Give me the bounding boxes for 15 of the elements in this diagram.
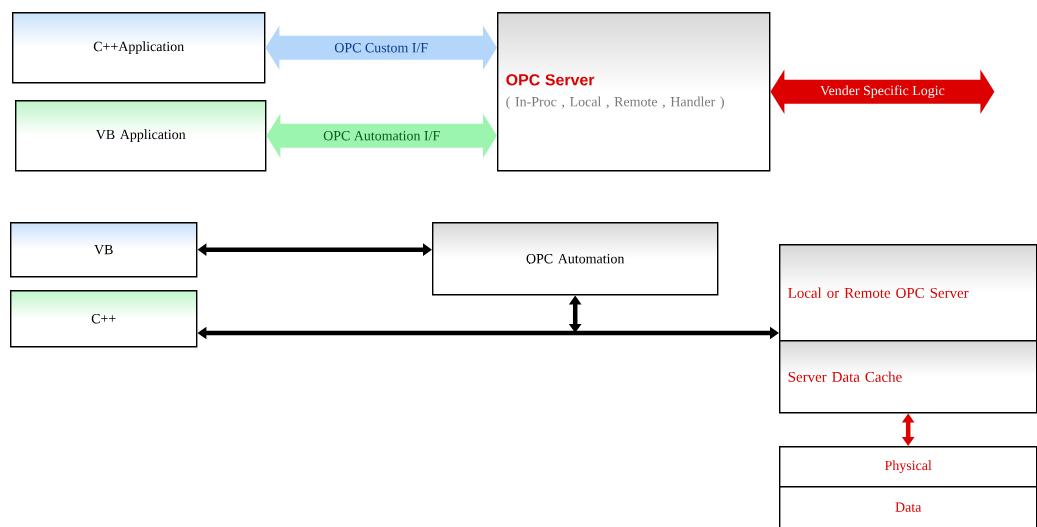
interface-arrow: [770, 69, 995, 114]
automation-box: OPC Automation: [432, 222, 719, 296]
application-box: VB Application: [15, 100, 267, 172]
edge-label: OPC Custom I/F: [333, 42, 430, 54]
cache-box: Server Data Cache: [779, 340, 1037, 414]
client-box: C++: [10, 290, 198, 348]
data-box: Data: [779, 486, 1037, 527]
interface-arrow: [266, 113, 497, 158]
server-box: Local or Remote OPC Server: [779, 244, 1037, 342]
edge-label: OPC Automation I/F: [322, 130, 442, 142]
server-box: OPC Server ( In-Proc , Local , Remote , Handler ): [497, 12, 771, 172]
client-box: VB: [10, 222, 198, 278]
data-box: Physical: [779, 446, 1037, 488]
edge-label: Vender Specific Logic: [819, 84, 946, 100]
application-box: C++Application: [12, 12, 266, 84]
